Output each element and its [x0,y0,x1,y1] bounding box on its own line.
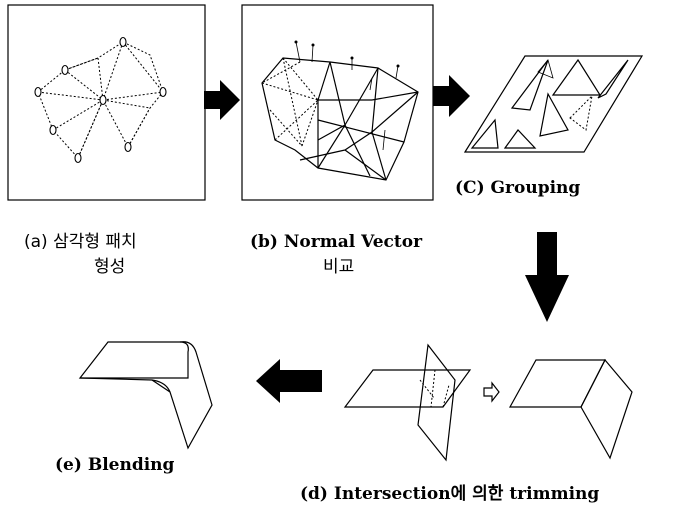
step-b-label-line2: 비교 [323,257,354,277]
step-e-label: (e) Blending [55,455,175,475]
block-arrow-icon [525,232,569,322]
panel-b-surface [261,57,419,181]
blended-face-top [78,341,189,379]
group-triangle [510,59,549,111]
blended-face-side [79,341,213,450]
panel-b-frame [241,4,434,201]
panel-a-triangle-patch [7,4,206,201]
panel-c-plane [463,55,644,153]
block-arrow-icon [433,75,470,117]
step-d-label: (d) Intersection에 의한 trimming [300,484,599,504]
group-triangle [569,94,593,131]
plane-vertical [417,343,456,462]
hollow-arrow-icon [483,381,500,403]
panel-d-intersection [343,343,472,462]
step-a-label-line1: (a) 삼각형 패치 [24,232,137,252]
step-b-label-line1: (b) Normal Vector [250,232,423,252]
panel-b-normal-arrows [294,40,400,151]
panel-a-mesh [37,41,164,159]
block-arrow-icon [204,80,240,120]
group-triangle [537,59,554,79]
panel-d-trimmed-result [508,358,633,460]
panel-a-vertices [34,36,167,164]
step-a-label-line2: 형성 [94,257,125,277]
trimmed-face-top [508,359,606,408]
hidden-edge [430,369,436,408]
step-c-label: (C) Grouping [455,178,580,198]
panel-e-blending [78,341,213,450]
group-triangle [503,129,537,149]
panel-a-frame [7,4,206,201]
block-arrow-icon [256,359,322,403]
panel-c-grouping [463,55,644,153]
group-triangle [551,58,602,96]
blend-fillet-edge [151,379,171,393]
panel-b-normal-vectors [241,4,434,201]
trimmed-face-side [580,358,633,460]
group-triangle [539,92,569,137]
group-triangle [597,59,629,99]
group-triangle [470,118,499,149]
